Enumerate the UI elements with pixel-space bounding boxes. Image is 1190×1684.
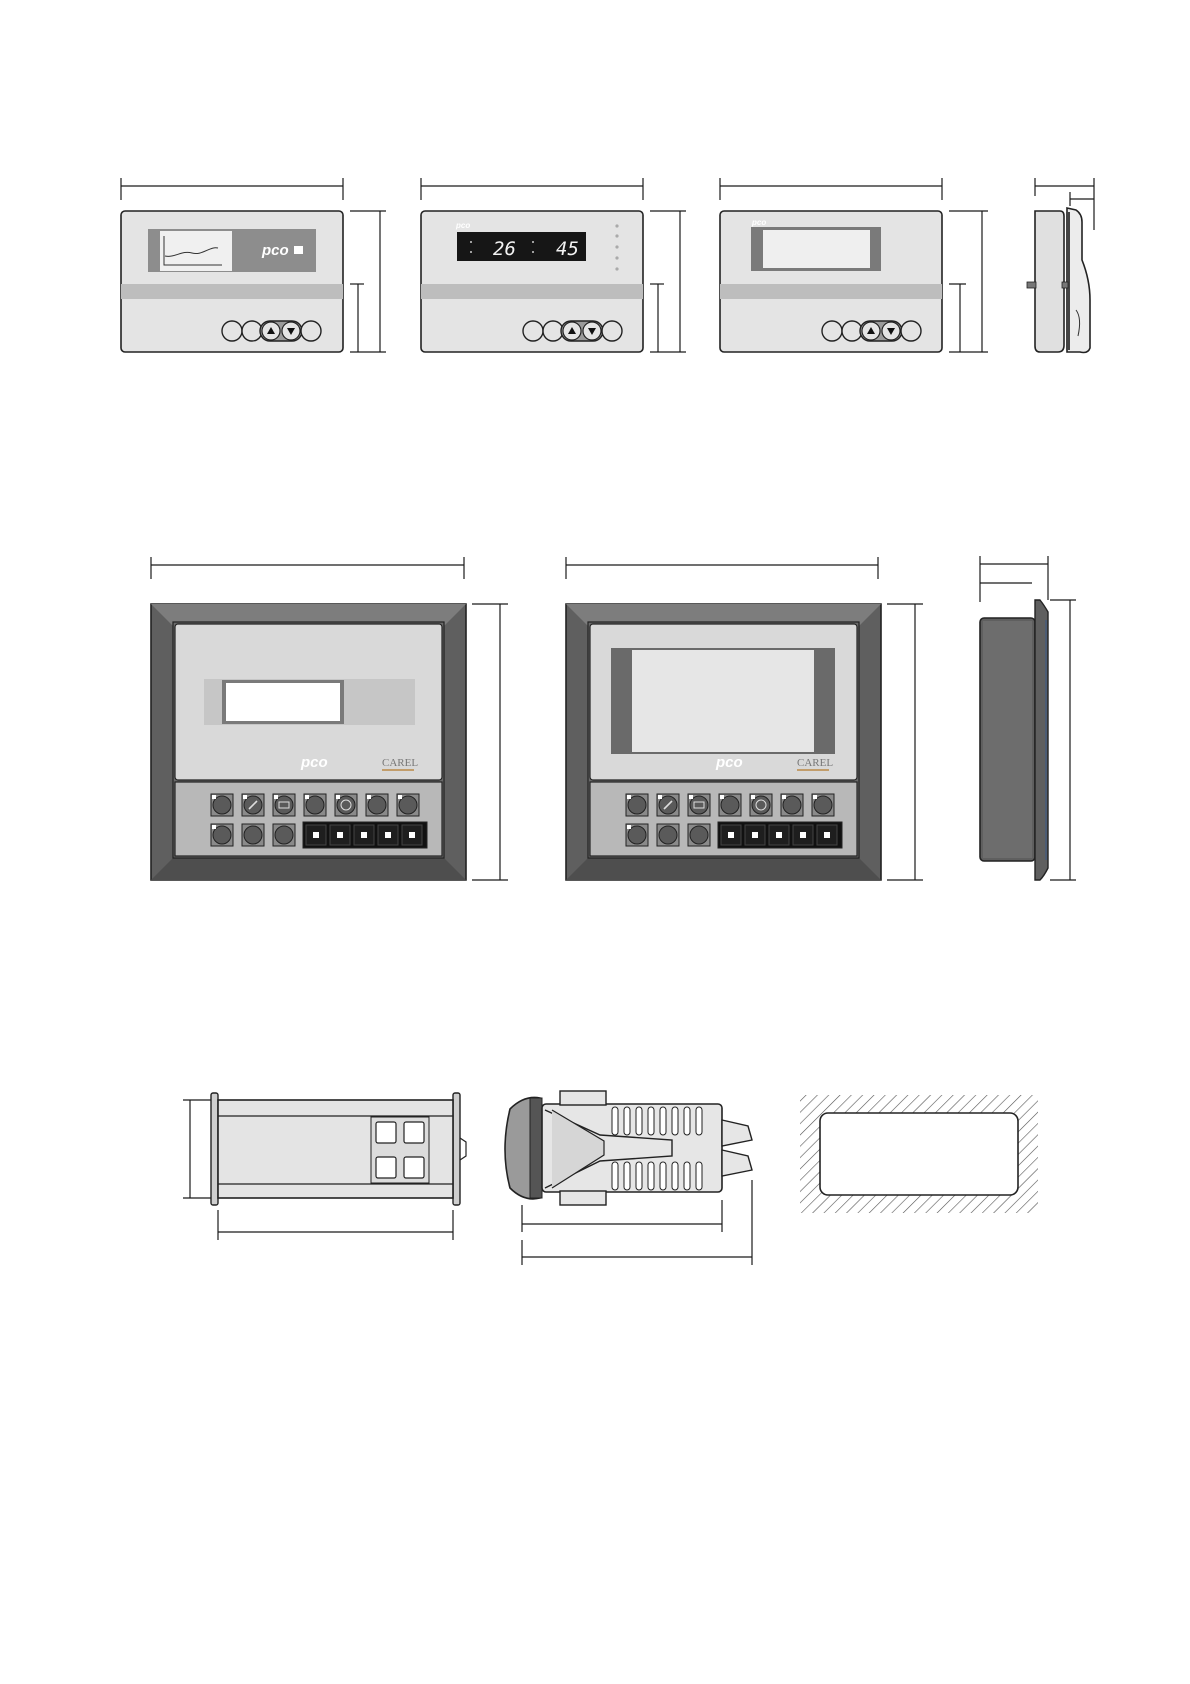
- key-button[interactable]: [376, 1157, 396, 1178]
- key-button[interactable]: [523, 321, 543, 341]
- key-button[interactable]: [404, 1122, 424, 1143]
- pco-logo: pco: [715, 754, 743, 771]
- side-view-panel: [980, 556, 1076, 880]
- carel-logo: CAREL: [382, 757, 418, 769]
- pco-logo: pco: [300, 754, 328, 771]
- pco-logo-small: pco: [751, 218, 766, 227]
- key-button[interactable]: [404, 1157, 424, 1178]
- panel-unit-a: pco CAREL: [151, 557, 508, 880]
- keypad-row: [822, 321, 921, 341]
- front-view-blank-lcd: pco: [720, 178, 988, 352]
- key-button[interactable]: [602, 321, 622, 341]
- key-button[interactable]: [842, 321, 862, 341]
- din-unit-front: [183, 1093, 466, 1240]
- lcd-screen: [226, 683, 340, 721]
- panel-unit-b: pco CAREL: [566, 557, 923, 880]
- front-view-led: pco 26 45: [421, 178, 686, 352]
- keypad-row: [222, 321, 321, 341]
- din-unit-side: [505, 1091, 752, 1265]
- lcd-screen: [632, 650, 814, 752]
- key-button[interactable]: [901, 321, 921, 341]
- key-button[interactable]: [822, 321, 842, 341]
- display-value-right: 45: [556, 238, 579, 260]
- pco-logo: pco: [261, 242, 289, 259]
- key-button[interactable]: [301, 321, 321, 341]
- key-button[interactable]: [376, 1122, 396, 1143]
- key-button[interactable]: [242, 321, 262, 341]
- keypad-row: [523, 321, 622, 341]
- key-button[interactable]: [222, 321, 242, 341]
- carel-logo: CAREL: [797, 757, 833, 769]
- display-value-left: 26: [493, 238, 516, 260]
- side-view-small: [1027, 178, 1094, 353]
- front-view-graphic: pco: [121, 178, 386, 352]
- pco-logo-small: pco: [455, 221, 470, 230]
- lcd-screen: [763, 230, 870, 268]
- key-button[interactable]: [543, 321, 563, 341]
- panel-cutout: [800, 1095, 1038, 1213]
